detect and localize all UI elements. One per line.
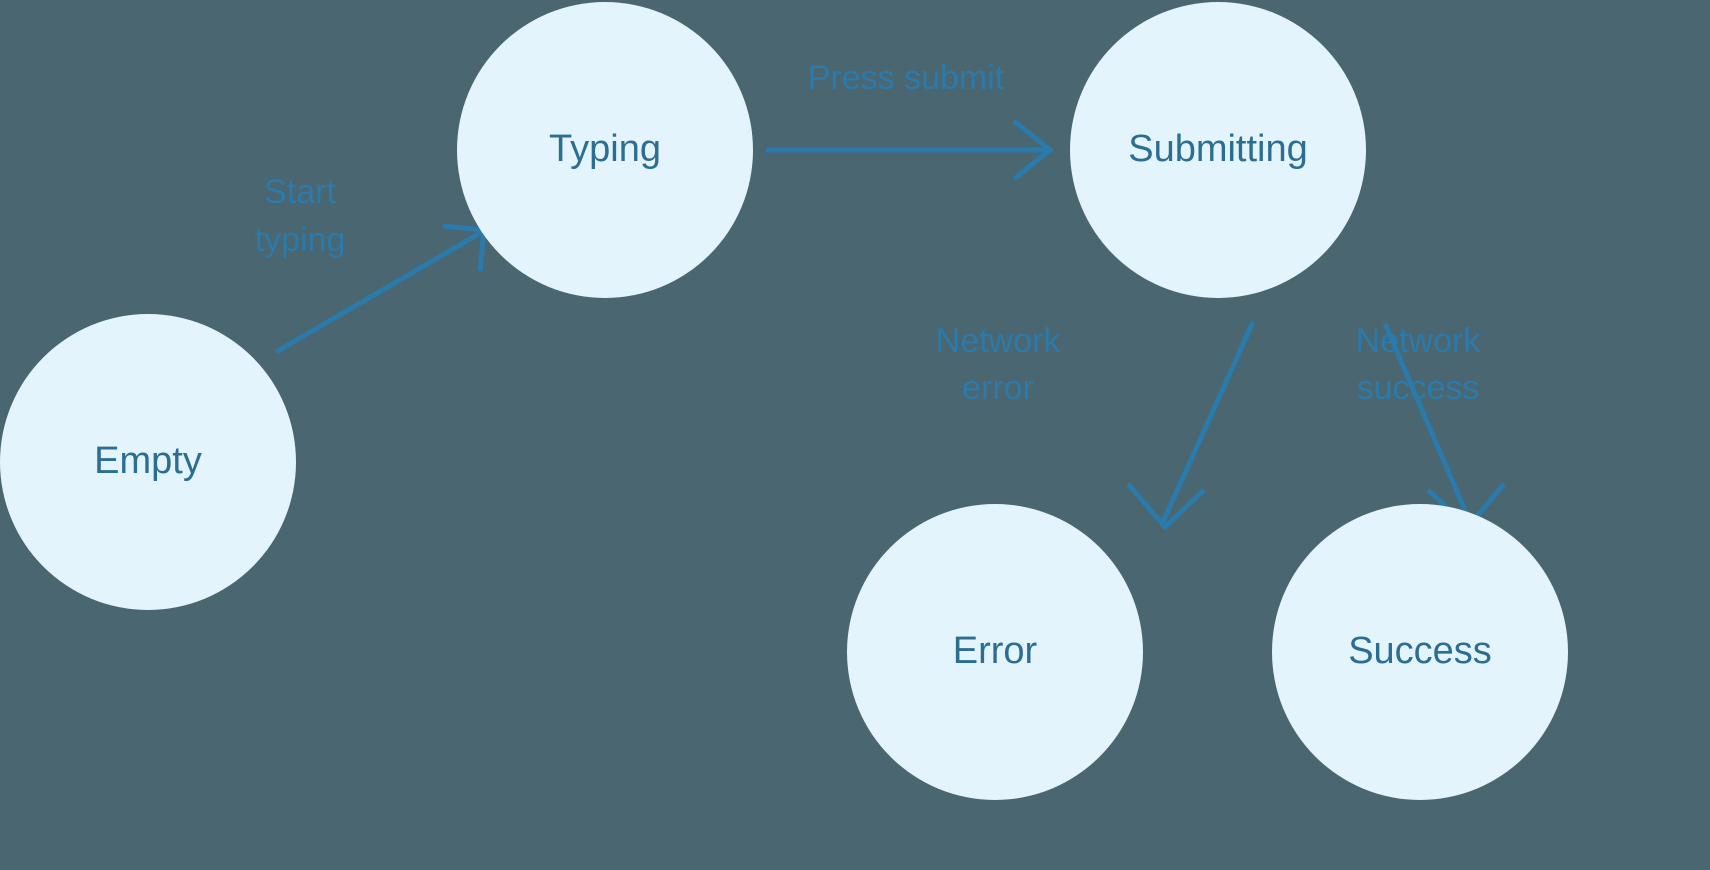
node-submitting[interactable]: Submitting — [1070, 2, 1366, 298]
edge-label-network-error-line1: Network — [936, 322, 1062, 360]
node-submitting-label: Submitting — [1128, 128, 1308, 170]
node-empty-label: Empty — [94, 440, 202, 482]
edge-label-network-error: Network error — [936, 322, 1062, 407]
node-typing[interactable]: Typing — [457, 2, 753, 298]
edge-label-start-typing-line2: typing — [255, 221, 346, 259]
edge-label-network-success-line1: Network — [1356, 322, 1482, 360]
node-empty[interactable]: Empty — [0, 314, 296, 610]
node-error[interactable]: Error — [847, 504, 1143, 800]
node-success-label: Success — [1348, 630, 1492, 672]
edge-label-press-submit-line1: Press submit — [808, 59, 1005, 97]
node-typing-circle — [457, 2, 753, 298]
edge-label-start-typing: Start typing — [255, 173, 346, 259]
edge-label-network-error-line2: error — [962, 369, 1034, 407]
edge-label-network-success: Network success — [1356, 322, 1482, 407]
edge-label-start-typing-line1: Start — [264, 173, 336, 211]
node-submitting-circle — [1070, 2, 1366, 298]
node-typing-label: Typing — [549, 128, 661, 170]
edge-line-network-success — [1382, 323, 1473, 523]
edge-label-press-submit: Press submit — [808, 59, 1005, 97]
node-error-circle — [847, 504, 1143, 800]
edge-typing-to-submitting[interactable] — [766, 119, 1054, 181]
arrowhead-network-error — [1126, 482, 1206, 531]
node-error-label: Error — [953, 630, 1038, 672]
arrowhead-press-submit — [1012, 119, 1054, 181]
node-empty-circle — [0, 314, 296, 610]
edge-line-network-error — [1160, 320, 1256, 524]
node-success[interactable]: Success — [1272, 504, 1568, 800]
edge-line-start-typing — [274, 229, 484, 355]
node-success-circle — [1272, 504, 1568, 800]
edge-submitting-to-error[interactable] — [1126, 320, 1256, 531]
edge-label-network-success-line2: success — [1357, 369, 1480, 407]
